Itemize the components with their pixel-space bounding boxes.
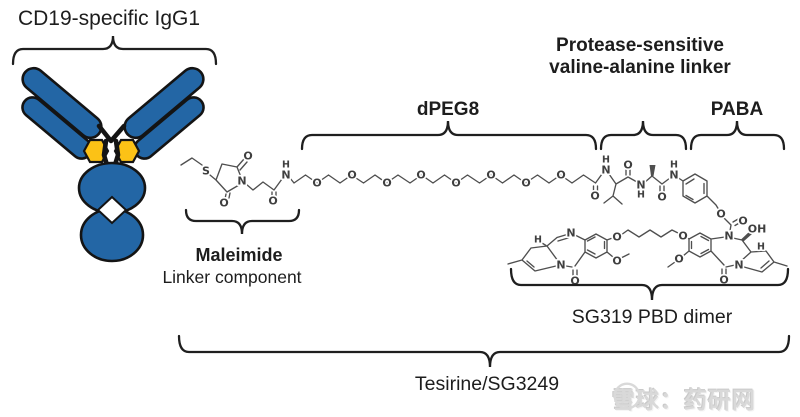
protease-linker-label-line2: valine-alanine linker [549, 57, 731, 78]
xueqiu-snowball-logo-icon [613, 382, 641, 410]
pbd-dimer-brace [509, 267, 790, 301]
atom-label-n: N [724, 230, 733, 243]
dpeg8-brace [300, 120, 598, 151]
atom-label-o: O [382, 177, 391, 190]
valine-alanine-brace [599, 120, 688, 151]
atom-label-o: O [738, 215, 747, 228]
valine-alanine-bonds [603, 168, 671, 205]
atom-label-n: N [566, 227, 575, 240]
maleimide-sublabel: Linker component [162, 267, 302, 287]
atom-label-o: O [674, 253, 683, 266]
atom-label-n: N [237, 175, 246, 188]
pentyl-bridge-bonds [620, 229, 680, 238]
atom-label-o: O [486, 169, 495, 182]
dpeg8-chain-bonds [289, 173, 603, 192]
hinge-domain-right [113, 138, 141, 164]
annotation-braces [11, 35, 791, 368]
atom-label-o: O [612, 255, 621, 268]
pbd-right-bonds [667, 232, 788, 276]
watermark: 雪球：药研网 [612, 381, 756, 415]
tesirine-brace [177, 334, 791, 368]
atom-label-o: O [347, 169, 356, 182]
watermark-text: 雪球：药研网 [612, 387, 756, 413]
atom-label-o: O [243, 150, 252, 163]
atom-label-n: N [281, 169, 290, 182]
atom-label-o: O [612, 231, 621, 244]
atom-label-h: H [670, 160, 678, 171]
carbinolamine-oh-wedge [741, 231, 752, 242]
paba-bonds [676, 173, 742, 232]
atom-label-h: H [757, 242, 765, 253]
maleimide-bonds [180, 157, 283, 200]
atom-label-s: S [202, 165, 210, 178]
atom-label-n: N [669, 169, 678, 182]
antibody-label: CD19-specific IgG1 [17, 7, 201, 30]
atom-label-o: O [623, 159, 632, 172]
atom-label-n: N [734, 259, 743, 272]
cd19-brace [11, 35, 218, 66]
atom-label-o: O [219, 197, 228, 210]
atom-label-n: N [636, 179, 645, 192]
alanine-methyl-wedge [649, 165, 656, 176]
hinge-domain-left [82, 138, 110, 164]
antibody-graphic [21, 66, 205, 263]
atom-label-o: O [268, 195, 277, 208]
paba-brace [689, 120, 786, 151]
pbd-dimer-label: SG319 PBD dimer [571, 306, 733, 328]
atom-label-o: O [521, 177, 530, 190]
pbd-left-bonds [507, 233, 630, 277]
atom-label-n: N [556, 259, 565, 272]
maleimide-label: Maleimide [195, 245, 283, 265]
atom-label-o: O [451, 177, 460, 190]
atom-label-o: O [312, 177, 321, 190]
atom-label-o: O [590, 190, 599, 203]
atom-label-h: H [534, 235, 542, 246]
protease-linker-label-line1: Protease-sensitive [556, 35, 724, 56]
atom-label-o: O [657, 191, 666, 204]
paba-label: PABA [710, 99, 764, 120]
dpeg8-label: dPEG8 [416, 99, 480, 120]
tesirine-label: Tesirine/SG3249 [414, 373, 560, 395]
fc-diamond-window [96, 195, 128, 225]
atom-label-h: H [282, 160, 290, 171]
protease-linker-label: Protease-sensitive valine-alanine linker [549, 35, 731, 79]
atom-label-n: N [601, 164, 610, 177]
atom-label-oh: OH [748, 223, 767, 236]
atom-label-h: H [602, 155, 610, 166]
maleimide-brace [184, 208, 301, 235]
atom-label-o: O [556, 169, 565, 182]
atom-label-h: H [637, 190, 645, 201]
atom-label-o: O [716, 208, 725, 221]
atom-label-o: O [678, 230, 687, 243]
antibody-right-arm-outer [123, 66, 205, 140]
atom-label-o: O [416, 169, 425, 182]
